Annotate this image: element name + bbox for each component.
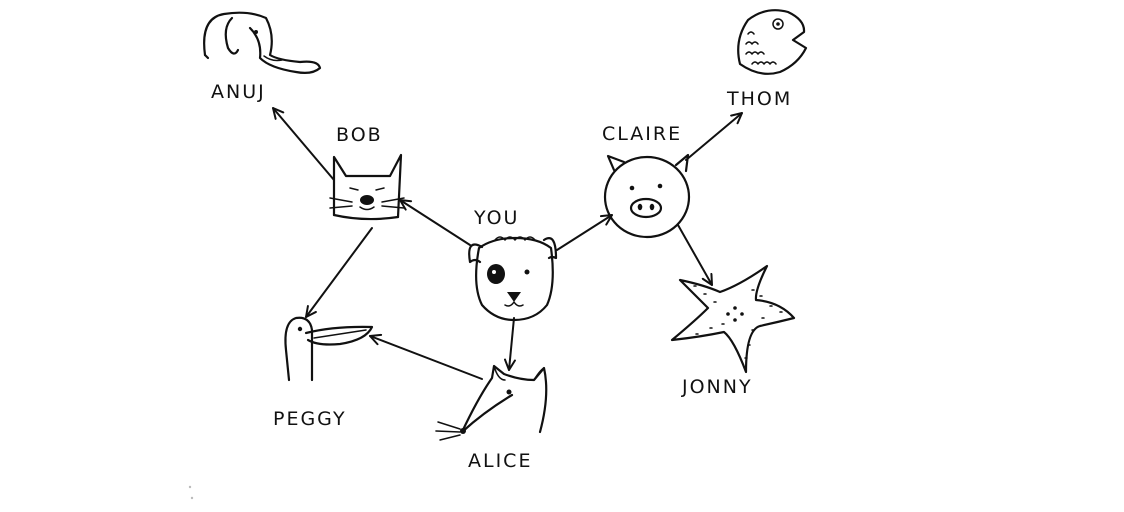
edge-claire-thom bbox=[685, 112, 743, 161]
label-alice: ALICE bbox=[468, 450, 532, 472]
fish-icon bbox=[737, 9, 808, 75]
edge-you-alice bbox=[503, 317, 516, 371]
node-jonny: JONNY bbox=[670, 264, 796, 398]
label-jonny: JONNY bbox=[681, 376, 753, 398]
edge-alice-peggy bbox=[369, 333, 483, 380]
node-you: YOU bbox=[468, 207, 558, 322]
label-thom: THOM bbox=[726, 88, 792, 110]
edge-you-bob bbox=[399, 199, 471, 246]
label-bob: BOB bbox=[336, 124, 383, 146]
label-claire: CLAIRE bbox=[602, 123, 682, 145]
edge-bob-peggy bbox=[305, 227, 373, 318]
edges bbox=[272, 107, 743, 380]
node-anuj: ANUJ bbox=[203, 11, 322, 103]
platypus-icon bbox=[284, 316, 374, 382]
edge-claire-jonny bbox=[677, 224, 713, 286]
starfish-icon bbox=[670, 264, 796, 374]
node-bob: BOB bbox=[329, 124, 405, 221]
cat-icon bbox=[329, 153, 405, 221]
edge-you-claire bbox=[556, 214, 613, 251]
node-claire: CLAIRE bbox=[602, 123, 691, 239]
pig-icon bbox=[603, 153, 691, 239]
node-peggy: PEGGY bbox=[273, 316, 374, 430]
dog-icon bbox=[468, 236, 558, 322]
elephant-icon bbox=[203, 11, 322, 74]
scan-specks bbox=[188, 485, 194, 500]
node-thom: THOM bbox=[726, 9, 808, 110]
label-peggy: PEGGY bbox=[273, 408, 347, 430]
node-alice: ALICE bbox=[435, 364, 548, 472]
rat-icon bbox=[435, 364, 548, 441]
edge-bob-anuj bbox=[272, 107, 335, 181]
label-you: YOU bbox=[473, 207, 519, 229]
label-anuj: ANUJ bbox=[211, 81, 266, 103]
